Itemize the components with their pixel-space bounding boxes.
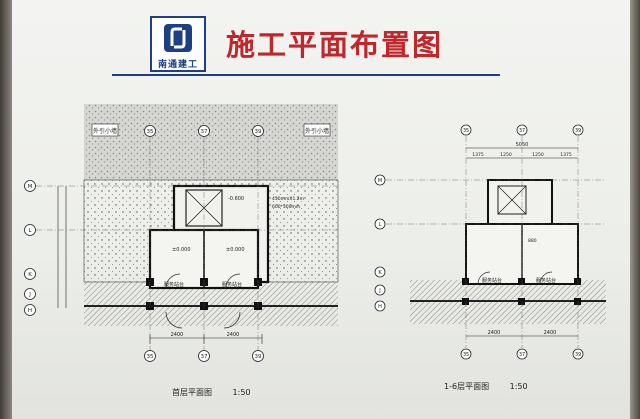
ground-grid-col-2: 37 xyxy=(201,129,208,135)
ground-grid-row-l: L xyxy=(28,228,32,234)
upper-dim-1: 1375 xyxy=(472,152,484,158)
ground-grid-row-m: M xyxy=(28,184,33,190)
upper-grid-row-h: H xyxy=(378,304,382,310)
upper-caption-scale: 1:50 xyxy=(509,382,528,391)
ground-plan-caption: 首层平面图 1:50 xyxy=(172,387,251,398)
upper-elev-mark: 880 xyxy=(528,238,537,244)
board-frame-left xyxy=(0,0,12,419)
ground-grid-row-k: K xyxy=(28,272,32,278)
upper-dim-4: 1375 xyxy=(560,152,572,158)
tag-box-right xyxy=(303,123,331,137)
ground-note-2: 600*300mm xyxy=(272,204,300,210)
tag-right-text: 外引小墙 xyxy=(305,127,329,135)
ground-grid-row-h: H xyxy=(28,308,32,314)
logo-text: 南通建工 xyxy=(157,59,198,69)
page-title: 施工平面布置图 xyxy=(226,28,444,62)
upper-caption-text: 1-6层平面图 xyxy=(444,382,490,391)
ground-span-left: 2400 xyxy=(171,332,184,338)
upper-grid-col-2: 37 xyxy=(519,128,525,134)
upper-grid-row-l: L xyxy=(379,222,382,228)
ground-elevation-c: -0.600 xyxy=(228,196,244,202)
tag-box-left xyxy=(91,123,119,137)
upper-grid-col-3-bottom: 39 xyxy=(575,352,581,358)
upper-room-a: 服务站台 xyxy=(482,277,502,284)
upper-dim-2: 1250 xyxy=(500,152,512,158)
ground-caption-scale: 1:50 xyxy=(232,388,251,397)
upper-dim-3: 1250 xyxy=(532,152,544,158)
ground-grid-col-3-bottom: 39 xyxy=(255,354,262,360)
ground-elevation-a: ±0.000 xyxy=(172,247,191,253)
gravel-zone-top xyxy=(84,104,338,180)
ground-grid-col-3: 39 xyxy=(255,129,262,135)
ground-note-1: 450mmX1.2m xyxy=(272,196,304,202)
upper-span-right: 2400 xyxy=(544,330,557,336)
ground-span-right: 2400 xyxy=(227,332,240,338)
ground-room-a: 服务站台 xyxy=(164,281,184,288)
board-frame-right xyxy=(630,0,640,419)
ground-grid-col-1-bottom: 35 xyxy=(147,354,154,360)
upper-grid-col-3: 39 xyxy=(575,128,581,134)
upper-grid-row-m: M xyxy=(378,178,382,184)
ground-grid-col-2-bottom: 37 xyxy=(201,354,208,360)
upper-room-b: 服务站台 xyxy=(536,277,556,284)
ground-grid-col-1: 35 xyxy=(147,129,154,135)
tag-left-text: 外引小墙 xyxy=(93,127,117,135)
hatched-ground xyxy=(84,282,338,326)
ground-grid-row-j: J xyxy=(28,292,31,298)
upper-grid-col-2-bottom: 37 xyxy=(519,352,525,358)
upper-floor-plan: 服务站台 服务站台 880 5050 1375 1250 1250 1375 2… xyxy=(374,124,606,360)
upper-grid-col-1-bottom: 35 xyxy=(463,352,469,358)
company-logo: 南通建工 xyxy=(150,16,206,72)
upper-plan-caption: 1-6层平面图 1:50 xyxy=(444,381,528,392)
upper-grid-row-k: K xyxy=(378,270,382,276)
upper-grid-col-1: 35 xyxy=(463,128,469,134)
title-underline xyxy=(112,74,500,76)
ground-caption-text: 首层平面图 xyxy=(172,388,212,397)
ground-elevation-b: ±0.000 xyxy=(226,247,245,253)
logo-mark-icon xyxy=(164,24,192,52)
upper-grid-row-j: J xyxy=(378,288,380,294)
upper-span-left: 2400 xyxy=(488,330,501,336)
ground-floor-plan: 外引小墙 外引小墙 ±0.000 ±0.000 -0.600 服务站台 服务站台… xyxy=(24,104,339,362)
ground-room-b: 服务站台 xyxy=(222,281,242,288)
